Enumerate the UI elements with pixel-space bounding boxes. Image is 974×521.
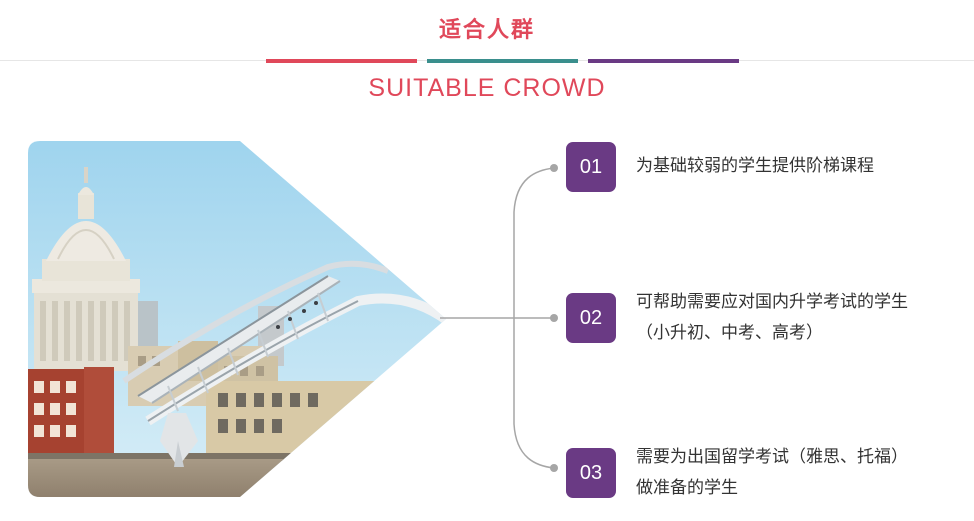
accent-bar-red (266, 59, 417, 63)
item-text-line: 可帮助需要应对国内升学考试的学生 (636, 292, 908, 312)
item-text-line: （小升初、中考、高考） (636, 323, 823, 343)
item-text-line: 做准备的学生 (636, 478, 738, 498)
page-title-en: SUITABLE CROWD (368, 74, 606, 102)
item-text-line: 需要为出国留学考试（雅思、托福） (636, 447, 908, 467)
list-item: 为基础较弱的学生提供阶梯课程 (636, 151, 956, 182)
london-bridge-photo (28, 141, 448, 497)
item-number-badge: 02 (566, 293, 616, 343)
accent-bar-purple (588, 59, 739, 63)
connector-bracket (440, 164, 558, 472)
list-item: 需要为出国留学考试（雅思、托福） 做准备的学生 (636, 442, 956, 504)
list-item: 可帮助需要应对国内升学考试的学生 （小升初、中考、高考） (636, 287, 956, 349)
page-title-cn: 适合人群 (438, 18, 535, 43)
item-number-badge: 03 (566, 448, 616, 498)
item-number-badge: 01 (566, 142, 616, 192)
accent-bar-teal (427, 59, 578, 63)
item-text-line: 为基础较弱的学生提供阶梯课程 (636, 156, 874, 176)
